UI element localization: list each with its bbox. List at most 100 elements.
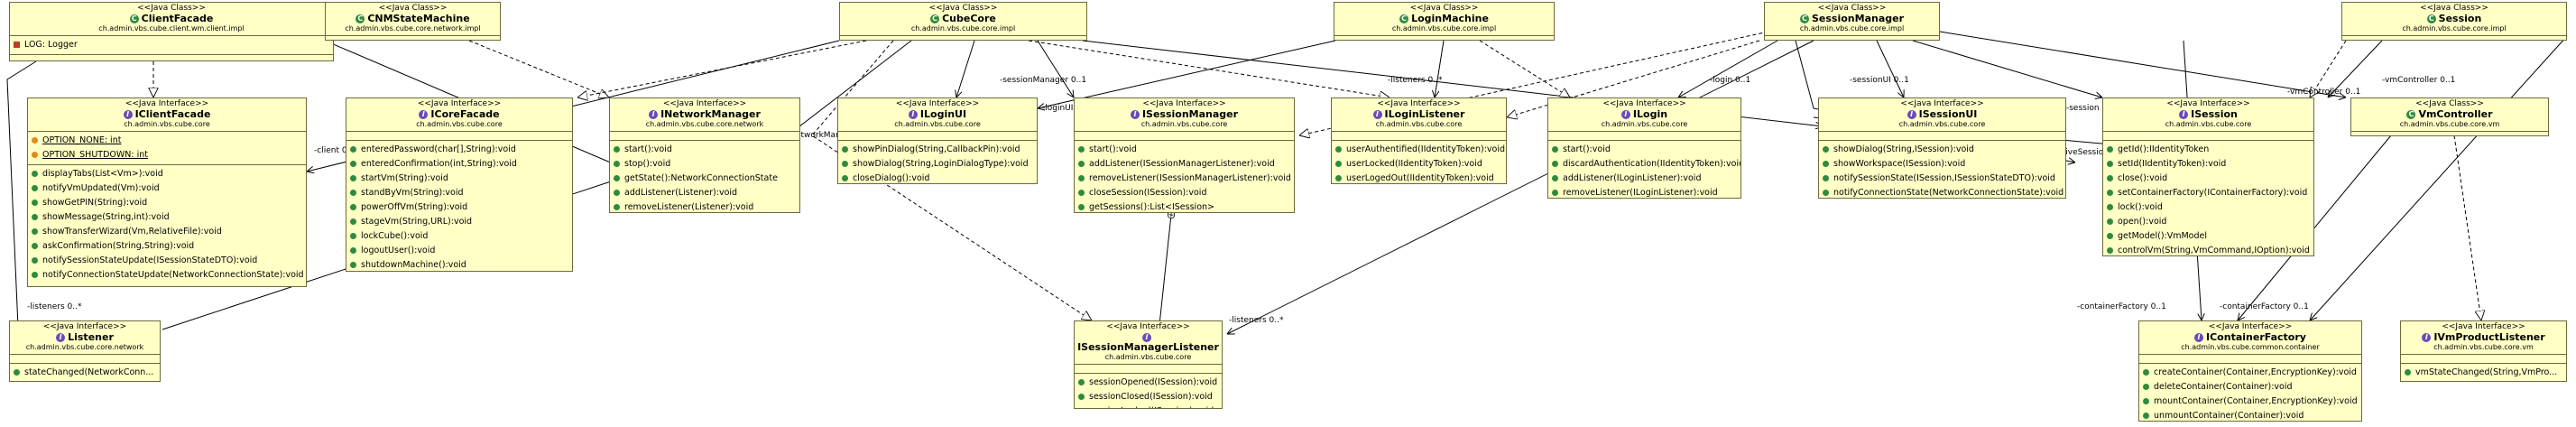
isession-method-text: setId(IIdentityToken):void <box>2118 159 2227 169</box>
ivmproductlistener-package: ch.admin.vbs.cube.core.vm <box>2433 343 2534 351</box>
edge-isessionmanager-listener-nest <box>1159 210 1176 326</box>
iloginui-package: ch.admin.vbs.cube.core <box>894 120 981 128</box>
method-icon <box>350 204 356 210</box>
iclientfacade-field-text: OPTION_SHUTDOWN: int <box>42 150 148 160</box>
method-icon <box>350 218 356 225</box>
field-icon <box>32 137 38 144</box>
real-vmcontroller-ivmproductlistener <box>2453 135 2481 320</box>
interface-icon: I <box>2179 110 2189 119</box>
ilogin-fields <box>1548 132 1740 141</box>
label-sessionui: -sessionUI 0..1 <box>1850 76 1909 85</box>
interface-icon: I <box>649 110 659 119</box>
method-icon <box>2405 369 2411 376</box>
label-listeners-network: -listeners 0..* <box>27 302 82 311</box>
method-icon <box>32 200 38 206</box>
icorefacade-method: enteredPassword(char[],String):void <box>346 143 572 157</box>
label-containerfactory-2: -containerFactory 0..1 <box>2220 302 2309 311</box>
isessionui-method: showWorkspace(ISession):void <box>1819 157 2065 172</box>
clientfacade-name: ClientFacade <box>141 13 214 24</box>
iclientfacade-method: askConfirmation(String,String):void <box>28 239 306 254</box>
isessionmanagerlistener-method-text: sessionLocked(ISession):void <box>1089 406 1214 408</box>
ilogin-stereotype: <<Java Interface>> <box>1602 99 1686 108</box>
iclientfacade-method-text: notifyConnectionStateUpdate(NetworkConne… <box>42 270 304 280</box>
method-icon <box>614 204 620 210</box>
interface-icon: I <box>1620 110 1630 119</box>
clientfacade-fields: LOG: Logger <box>10 36 333 55</box>
isessionui-fields <box>1819 132 2065 141</box>
isessionui-method-text: notifyConnectionState(NetworkConnectionS… <box>1833 188 2064 198</box>
isessionmanagerlistener-fields <box>1075 365 1222 374</box>
method-icon <box>32 171 38 177</box>
loginmachine-fields <box>1334 36 1554 40</box>
method-icon <box>1078 379 1085 385</box>
cnmstatemachine-name: CNMStateMachine <box>367 13 470 24</box>
inetworkmanager-fields <box>610 132 799 141</box>
field-icon <box>32 152 38 158</box>
method-icon <box>2143 384 2149 390</box>
isessionmanagerlistener-method: sessionLocked(ISession):void <box>1075 404 1222 408</box>
method-icon <box>2107 204 2113 210</box>
interface-icon: I <box>1372 110 1382 119</box>
label-activesession: -activeSession 0..1 <box>2050 148 2127 157</box>
iloginlistener-method-text: userLogedOut(IIdentityToken):void <box>1346 173 1494 183</box>
label-sessionmanager: -sessionManager 0..1 <box>1000 76 1087 85</box>
class-icon: C <box>930 14 940 23</box>
isessionui-method-text: showWorkspace(ISession):void <box>1833 159 1966 169</box>
listener-package: ch.admin.vbs.cube.core.network <box>25 343 144 351</box>
isession-method: open():void <box>2103 215 2313 229</box>
isessionmanager-method-text: start():void <box>1089 144 1137 154</box>
icorefacade-method: stageVm(String,URL):void <box>346 215 572 229</box>
isessionmanager-method-text: getSessions():List<ISession> <box>1089 202 1214 212</box>
inetworkmanager-stereotype: <<Java Interface>> <box>662 99 747 108</box>
isessionmanagerlistener-package: ch.admin.vbs.cube.core <box>1104 353 1192 361</box>
ivmproductlistener-name: IVmProductListener <box>2433 331 2545 343</box>
vmcontroller-stereotype: <<Java Class>> <box>2415 99 2484 108</box>
interface-icon: I <box>2422 333 2432 342</box>
interface-icon: I <box>908 110 918 119</box>
listener-method: stateChanged(NetworkConn... <box>10 366 160 380</box>
label-vmcontroller-2: -vmController 0..1 <box>2382 76 2456 85</box>
ilogin-method: start():void <box>1548 143 1740 157</box>
method-icon <box>614 190 620 196</box>
isessionmanagerlistener-method: sessionClosed(ISession):void <box>1075 390 1222 404</box>
class-icon: C <box>2426 14 2436 23</box>
iclientfacade-method-text: showTransferWizard(Vm,RelativeFile):void <box>42 227 222 237</box>
isessionmanagerlistener-box[interactable]: <<Java Interface>>IISessionManagerListen… <box>1074 320 1223 409</box>
iloginlistener-stereotype: <<Java Interface>> <box>1377 99 1461 108</box>
inetworkmanager-method: start():void <box>610 143 799 157</box>
method-icon <box>350 233 356 239</box>
method-icon <box>14 369 20 376</box>
iloginui-stereotype: <<Java Interface>> <box>895 99 980 108</box>
